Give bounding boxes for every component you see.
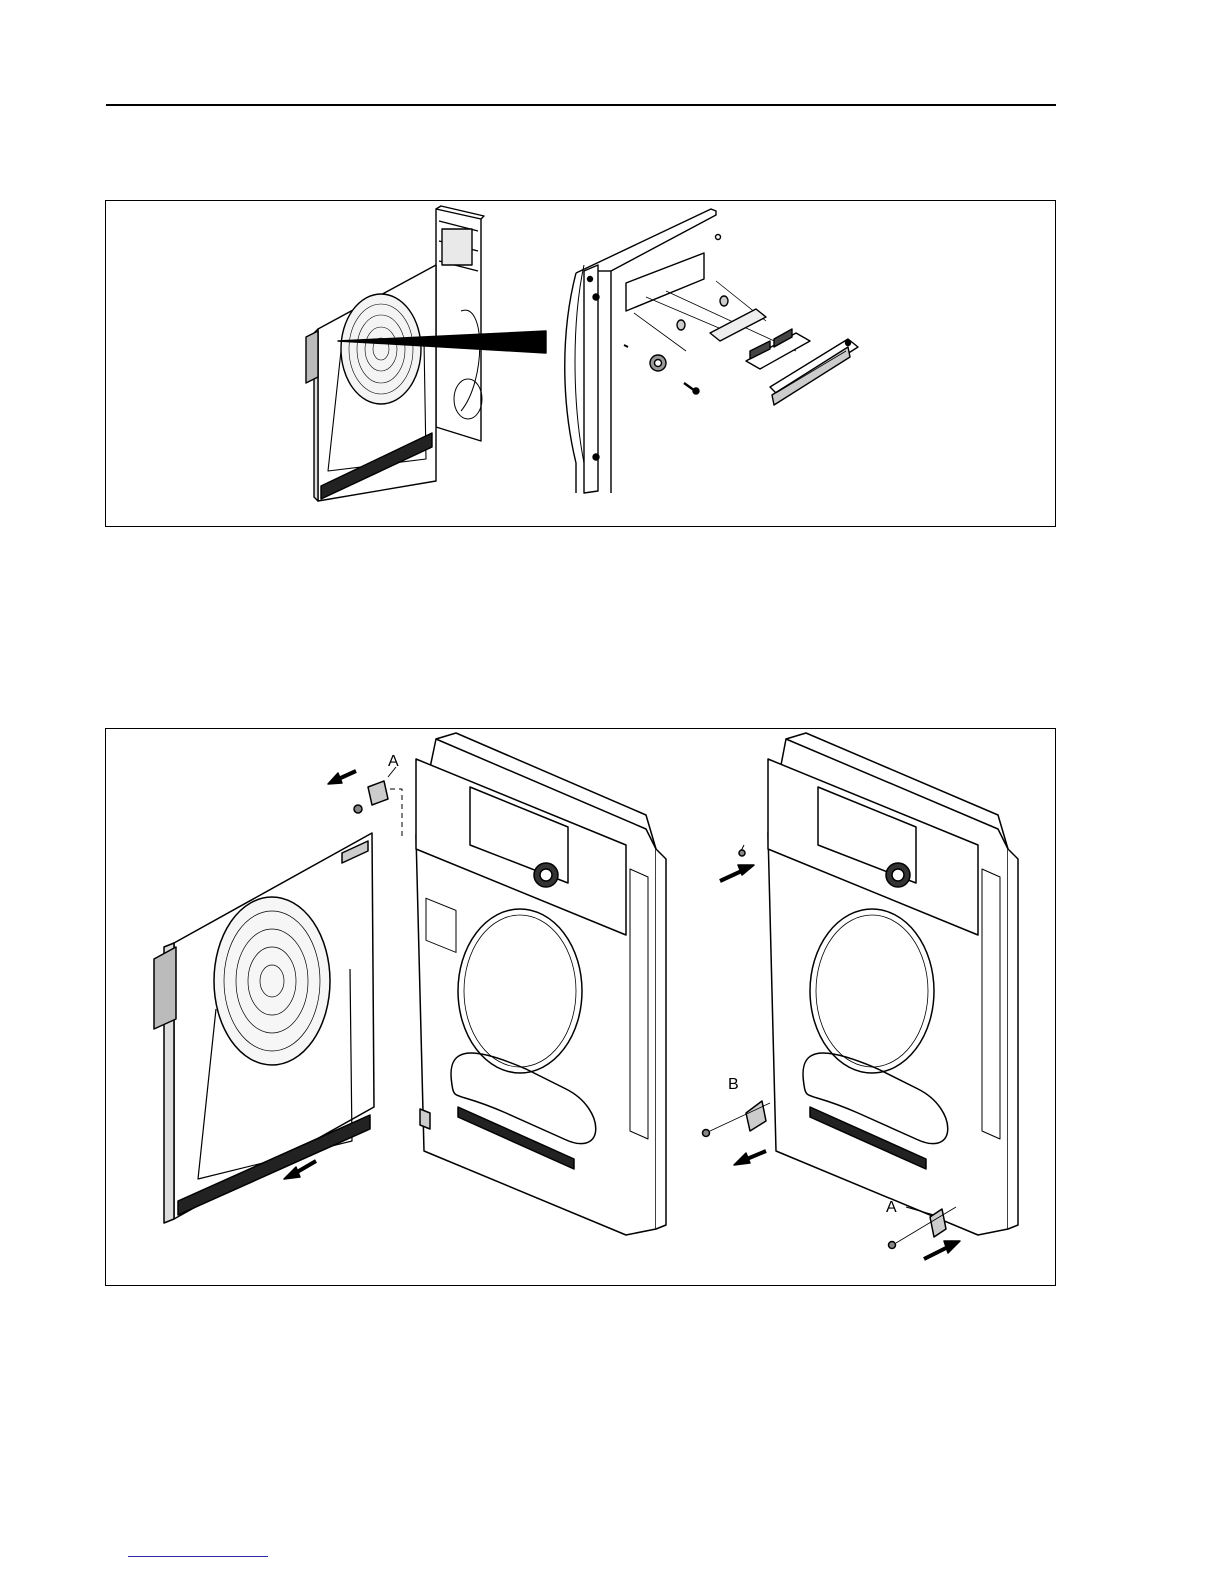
header-rule bbox=[106, 104, 1056, 106]
door-removed-panel bbox=[154, 733, 666, 1235]
hinge-detail-illustration bbox=[106, 201, 1057, 528]
callout-a-top: A bbox=[388, 753, 399, 770]
hinge-exploded-detail bbox=[565, 209, 858, 493]
dryer-door-open-view bbox=[306, 206, 546, 501]
door-reversal-illustration: A B A bbox=[106, 729, 1057, 1287]
footer-link-underline bbox=[128, 1556, 268, 1557]
callout-a-bottom: A bbox=[886, 1199, 897, 1216]
callout-b: B bbox=[728, 1076, 739, 1093]
figure-door-reversal: A B A bbox=[105, 728, 1056, 1286]
figure-door-hinge-detail bbox=[105, 200, 1056, 527]
hinges-refitted-panel bbox=[703, 733, 1019, 1259]
